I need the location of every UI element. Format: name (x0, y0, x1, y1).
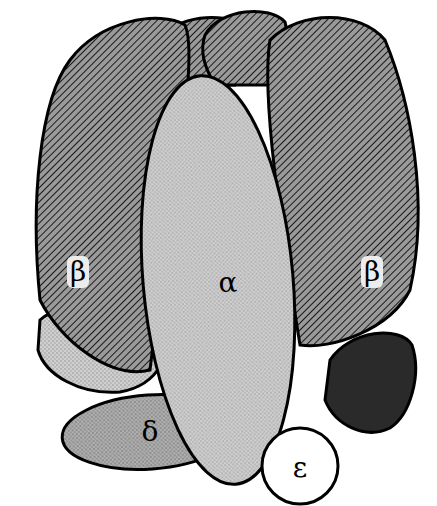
subunit-label: β (361, 256, 383, 288)
alpha-subunit: α (135, 70, 305, 495)
subunit-label: δ (139, 416, 162, 448)
subunit-label: α (216, 267, 241, 299)
subunit-label: ε (290, 452, 311, 484)
subunit-label: β (67, 256, 89, 288)
epsilon-subunit: ε (258, 426, 342, 506)
